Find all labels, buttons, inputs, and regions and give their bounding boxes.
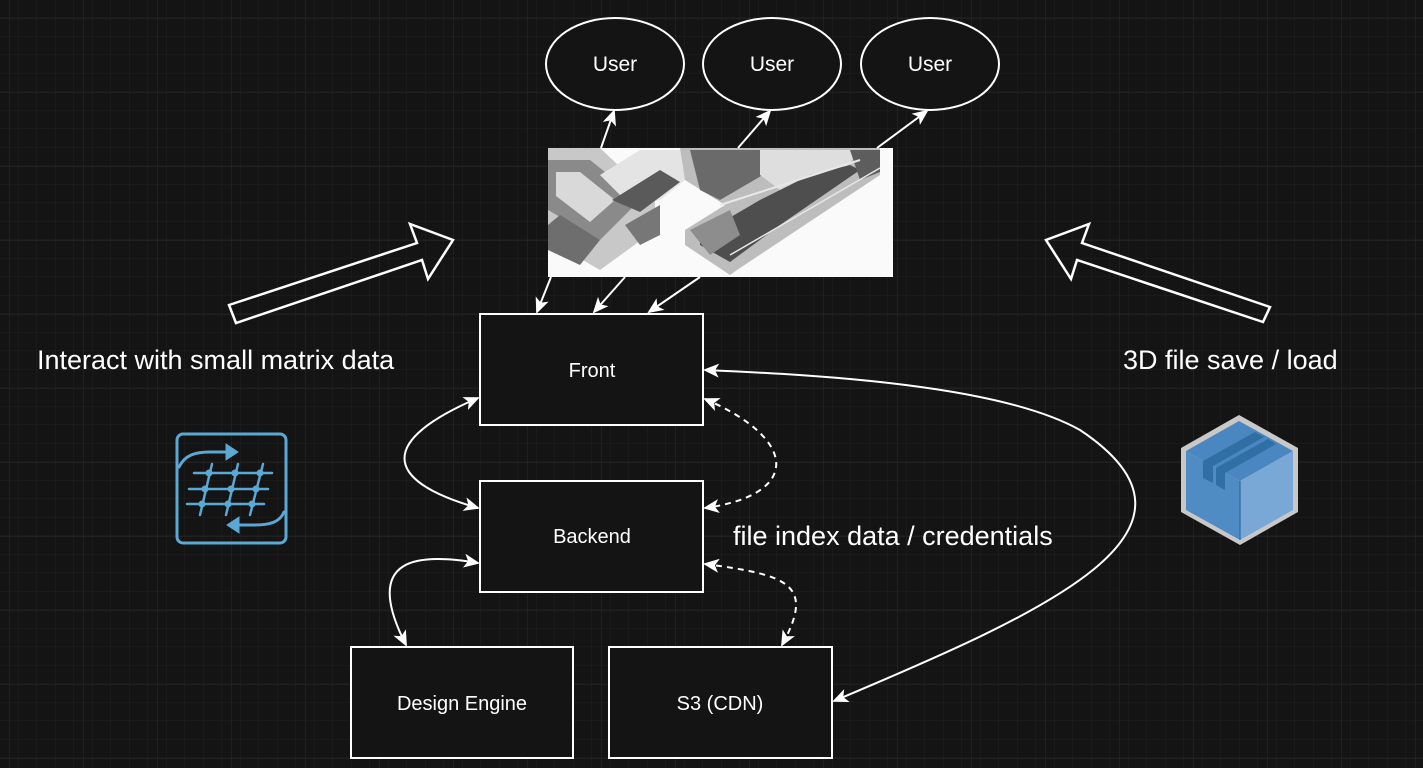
floorplan-to-user-3-arrow[interactable]: [876, 109, 929, 149]
floorplan-to-front-arrow-2[interactable]: [592, 276, 626, 314]
user-label: User: [908, 53, 952, 76]
floorplan-to-front-arrow-3[interactable]: [647, 276, 701, 314]
front-box[interactable]: Front: [479, 313, 704, 426]
floorplan-to-user-1-arrow[interactable]: [600, 109, 616, 149]
floorplan-to-front-arrow-1[interactable]: [535, 276, 552, 314]
design-engine-box[interactable]: Design Engine: [350, 646, 574, 759]
annotation-left: Interact with small matrix data: [37, 345, 395, 375]
user-label: User: [593, 53, 637, 76]
user-node-1[interactable]: User: [545, 17, 685, 111]
user-label: User: [750, 53, 794, 76]
design-engine-label: Design Engine: [397, 693, 527, 715]
backend-design-engine-connector[interactable]: [388, 553, 480, 647]
right-block-arrow: [1044, 221, 1272, 324]
s3-front-connector[interactable]: [703, 363, 1137, 703]
front-backend-connector[interactable]: [403, 397, 480, 511]
s3-label: S3 (CDN): [677, 693, 764, 715]
user-node-2[interactable]: User: [702, 17, 842, 111]
floorplan-to-user-2-arrow[interactable]: [737, 109, 772, 149]
user-node-3[interactable]: User: [860, 17, 1000, 111]
backend-label: Backend: [553, 526, 631, 548]
annotation-right: 3D file save / load: [1123, 345, 1338, 375]
matrix-transform-icon: [175, 432, 288, 545]
front-label: Front: [569, 360, 616, 382]
backend-box[interactable]: Backend: [479, 480, 704, 593]
package-box-icon: [1181, 415, 1298, 545]
left-block-arrow: [227, 221, 455, 325]
floorplan-image[interactable]: [548, 148, 893, 277]
annotation-middle: file index data / credentials: [733, 521, 1053, 551]
s3-box[interactable]: S3 (CDN): [608, 646, 833, 759]
